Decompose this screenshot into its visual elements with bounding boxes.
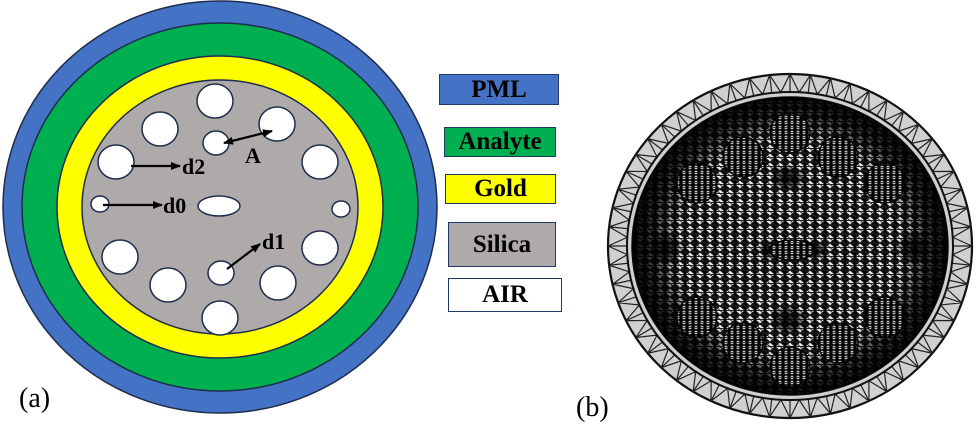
mesh-dense-region	[770, 304, 806, 336]
legend-item-analyte: Analyte	[444, 127, 556, 157]
mesh-inner-boundary	[626, 91, 954, 401]
panel-b-mesh	[606, 72, 974, 420]
air-hole	[258, 106, 296, 142]
panel-a-cross-section	[2, 0, 438, 414]
mesh-central-ellipse	[768, 239, 816, 261]
mesh-hole	[817, 322, 859, 364]
air-hole	[301, 144, 339, 180]
air-hole	[201, 300, 239, 336]
air-hole-d2	[97, 144, 135, 180]
mesh-dense-region	[770, 164, 806, 192]
air-hole	[301, 230, 339, 266]
d1-label: d1	[262, 229, 285, 254]
mesh-dense-region	[896, 230, 932, 266]
air-hole-d0	[331, 200, 351, 218]
air-hole-d1	[207, 260, 235, 286]
legend-item-silica: Silica	[448, 222, 556, 267]
mesh-hole	[722, 136, 764, 178]
panel-b-label: (b)	[576, 392, 609, 423]
d0-label: d0	[163, 193, 186, 218]
air-hole	[101, 239, 139, 275]
a-label: A	[245, 143, 261, 168]
mesh-hole	[864, 162, 906, 204]
air-holes	[90, 83, 351, 336]
mesh-hole	[769, 346, 811, 388]
mesh-hole	[676, 162, 718, 204]
air-hole	[149, 267, 187, 303]
panel-a-label: (a)	[19, 383, 51, 414]
legend-item-pml: PML	[439, 74, 559, 105]
pitch-a-arrow	[223, 129, 273, 145]
mesh-hole	[817, 136, 859, 178]
legend-item-gold: Gold	[445, 174, 556, 204]
mesh-hole	[676, 296, 718, 338]
annotations	[103, 129, 273, 270]
mesh-hole	[769, 112, 811, 154]
legend-item-air: AIR	[448, 278, 562, 312]
legend-label: Analyte	[458, 128, 542, 155]
air-hole	[196, 83, 234, 119]
legend-label: Gold	[474, 175, 527, 202]
mesh-hole	[864, 296, 906, 338]
legend-label: AIR	[482, 281, 528, 308]
legend-label: Silica	[472, 230, 532, 258]
mesh-dense-region	[647, 230, 683, 266]
central-elliptical-hole	[197, 195, 241, 217]
legend-label: PML	[471, 75, 527, 103]
d1-arrow	[226, 243, 261, 270]
air-hole	[259, 265, 297, 301]
mesh-hole-regions	[676, 112, 906, 388]
air-hole	[141, 111, 179, 147]
mesh-hole	[722, 322, 764, 364]
d2-label: d2	[182, 154, 205, 179]
